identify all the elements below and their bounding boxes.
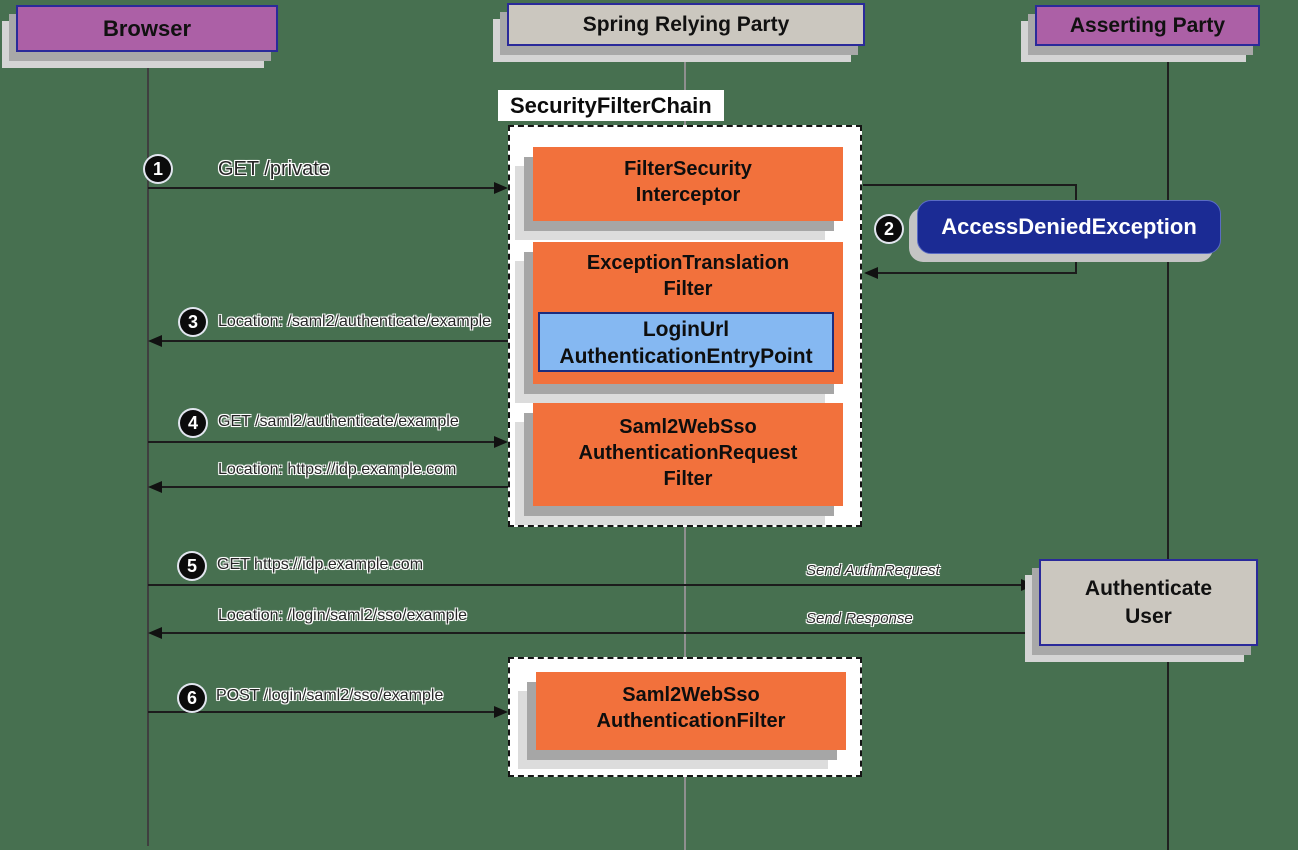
step1-label: GET /private (218, 158, 330, 180)
browser-lifeline (147, 60, 149, 846)
arrow-step1-head (494, 182, 508, 194)
step4-badge: 4 (180, 410, 206, 436)
actor-relying-party: Spring Relying Party (507, 3, 865, 46)
step4-label: GET /saml2/authenticate/example (218, 413, 459, 430)
exception-translation-filter-box: ExceptionTranslation Filter LoginUrl Aut… (533, 242, 843, 384)
step4-return-label: Location: https://idp.example.com (218, 461, 457, 478)
step5-remote-return-label: Send Response (806, 610, 913, 627)
arrow-step5-line (148, 584, 1021, 586)
arrow-step2-back-line (878, 272, 1077, 274)
step5-remote-label: Send AuthnRequest (806, 562, 940, 579)
step5-return-label: Location: /login/saml2/sso/example (218, 607, 468, 624)
authenticate-user-box: Authenticate User (1039, 559, 1258, 646)
filter-security-interceptor-box: FilterSecurity Interceptor (533, 147, 843, 221)
step6-badge: 6 (179, 685, 205, 711)
step2-badge: 2 (876, 216, 902, 242)
login-url-authentication-entry-point-box: LoginUrl AuthenticationEntryPoint (538, 312, 834, 372)
step1-badge: 1 (145, 156, 171, 182)
security-filter-chain-title: SecurityFilterChain (498, 90, 724, 121)
arrow-step4-return-head (148, 481, 162, 493)
arrow-step3-line (162, 340, 508, 342)
arrow-step6-line (148, 711, 494, 713)
actor-relying-party-label: Spring Relying Party (582, 13, 790, 36)
actor-browser-label: Browser (102, 16, 192, 41)
arrow-step4-return-line (162, 486, 508, 488)
step3-badge: 3 (180, 309, 206, 335)
actor-browser: Browser (16, 5, 278, 52)
security-filter-chain-title-text: SecurityFilterChain (510, 93, 712, 118)
arrow-step2-head (864, 267, 878, 279)
saml2-authentication-request-filter-box: Saml2WebSso AuthenticationRequest Filter (533, 403, 843, 506)
actor-asserting-party-label: Asserting Party (1069, 14, 1226, 37)
access-denied-exception-box: AccessDeniedException (917, 200, 1221, 254)
arrow-step4-line (148, 441, 494, 443)
asserting-party-lifeline (1167, 46, 1169, 850)
arrow-step6-head (494, 706, 508, 718)
step6-label: POST /login/saml2/sso/example (216, 687, 444, 704)
step3-label: Location: /saml2/authenticate/example (218, 313, 492, 330)
saml2-authentication-filter-box: Saml2WebSso AuthenticationFilter (536, 672, 846, 750)
step5-badge: 5 (179, 553, 205, 579)
arrow-step3-head (148, 335, 162, 347)
arrow-step4-head (494, 436, 508, 448)
actor-asserting-party: Asserting Party (1035, 5, 1260, 46)
arrow-step2-out-line (863, 184, 1077, 186)
exception-translation-filter-label: ExceptionTranslation Filter (586, 252, 790, 300)
step5-label: GET https://idp.example.com (217, 556, 424, 573)
arrow-step5-return-head (148, 627, 162, 639)
arrow-step5-return-line (162, 632, 1039, 634)
arrow-step5-head (1021, 579, 1035, 591)
arrow-step1-line (148, 187, 494, 189)
